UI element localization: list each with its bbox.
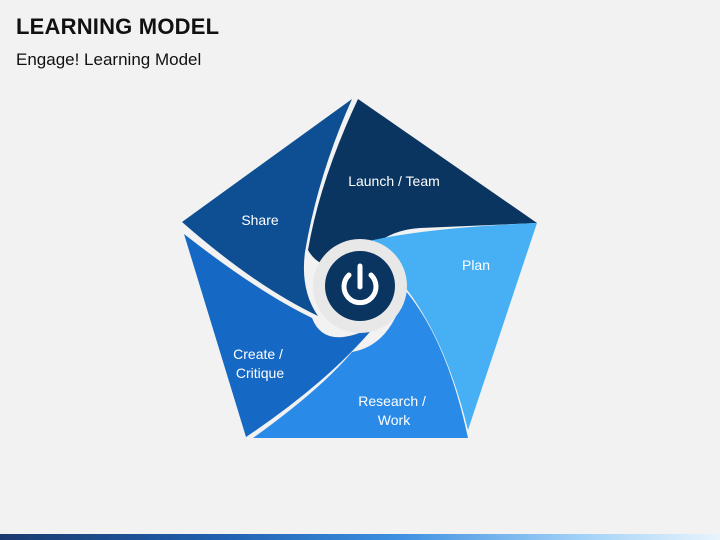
page-subtitle: Engage! Learning Model (16, 50, 202, 69)
segment-label-create-critique: Create / Critique (233, 346, 287, 381)
segment-label-share: Share (241, 212, 279, 228)
segment-research-work[interactable] (253, 290, 468, 438)
segment-label-launch-team: Launch / Team (348, 173, 440, 189)
segment-create-critique[interactable] (184, 234, 375, 437)
page-title: LEARNING MODEL (16, 14, 220, 39)
bottom-accent-bar (0, 534, 720, 540)
segment-launch-team[interactable] (308, 99, 537, 267)
segment-share[interactable] (182, 99, 352, 316)
segment-label-plan: Plan (462, 257, 490, 273)
segment-label-research-work: Research / Work (358, 393, 430, 428)
power-icon (341, 263, 379, 306)
